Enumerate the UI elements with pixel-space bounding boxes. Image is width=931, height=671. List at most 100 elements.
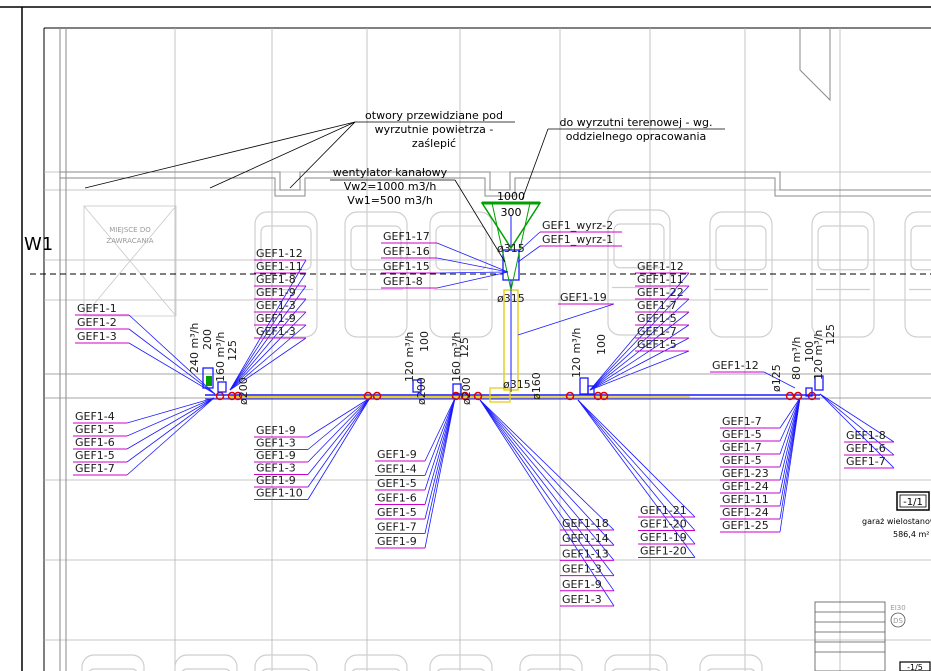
label-bottom-right-mid-4: GEF1-20: [640, 545, 687, 558]
note-fan-line2: Vw2=1000 m3/h: [344, 180, 437, 193]
leader-lines: [126, 231, 895, 607]
label-left-top-2: GEF1-2: [77, 316, 117, 329]
damper-12: [785, 391, 795, 401]
label-col4-top-4: GEF1-7: [637, 299, 677, 312]
label-bottom-center-2: GEF1-14: [562, 532, 609, 545]
intake-2: [217, 381, 227, 393]
diameter-label-2: ø200: [415, 377, 428, 405]
flow-label-7: 120 m³/h: [812, 330, 825, 380]
label-far-right-1: GEF1-8: [846, 429, 886, 442]
label-col3-bottom-1: GEF1-9: [377, 448, 417, 461]
label-col4-top-3: GEF1-22: [637, 286, 684, 299]
label-col3-bottom-6: GEF1-7: [377, 521, 417, 534]
intake-8: [805, 387, 813, 397]
label-right-bottom-7: GEF1-11: [722, 493, 769, 506]
damper-2: [227, 391, 237, 401]
room-stamp: -1/1 garaż wielostanow 586,4 m²: [862, 491, 931, 539]
diameter-label-7: ø160: [530, 372, 543, 400]
building-wall: [59, 28, 931, 671]
note-openings-line3: zaślepić: [412, 137, 456, 150]
room-area: 586,4 m²: [893, 530, 929, 539]
label-col2-top-3: GEF1-8: [256, 273, 296, 286]
stair-code2: DS: [893, 617, 903, 625]
label-col4-top-1: GEF1-12: [637, 260, 684, 273]
label-mid-right-1: GEF1-19: [560, 291, 607, 304]
label-col3-bottom-3: GEF1-5: [377, 477, 417, 490]
outlet-size-bottom: 300: [501, 206, 522, 219]
label-left-bottom-4: GEF1-5: [75, 449, 115, 462]
flow-label-4: 160 m³/h: [450, 332, 463, 382]
diameter-label-6: ø315: [503, 378, 531, 391]
label-col3-bottom-2: GEF1-4: [377, 463, 417, 476]
flow-label-2: 160 m³/h: [214, 332, 227, 382]
fan-box: [489, 387, 511, 403]
note-openings: otwory przewidziane pod wyrzutnie powiet…: [84, 109, 515, 189]
room-number: -1/1: [903, 497, 923, 508]
label-right-bottom-8: GEF1-24: [722, 506, 769, 519]
label-col4-top-5: GEF1-5: [637, 312, 677, 325]
axis-label: W1: [24, 234, 53, 255]
duct-size-1: 200: [201, 329, 214, 350]
diameter-label-8: ø125: [770, 364, 783, 392]
label-col3-top-2: GEF1-16: [383, 245, 430, 258]
label-col2-top-2: GEF1-11: [256, 260, 303, 273]
label-col2-bottom-1: GEF1-9: [256, 424, 296, 437]
flow-label-1: 240 m³/h: [188, 323, 201, 373]
label-right-top-1: GEF1-12: [712, 359, 759, 372]
label-col3-bottom-4: GEF1-6: [377, 492, 417, 505]
stair-label: -1/5: [907, 663, 923, 671]
duct-size-4: 125: [458, 337, 471, 358]
label-col2-top-6: GEF1-9: [256, 312, 296, 325]
duct-size-7: 125: [824, 324, 837, 345]
label-right-bottom-2: GEF1-5: [722, 428, 762, 441]
damper-9: [565, 391, 575, 401]
label-bottom-right-mid-2: GEF1-20: [640, 518, 687, 531]
label-col3-bottom-5: GEF1-5: [377, 506, 417, 519]
note-roof-line2: oddzielnego opracowania: [566, 130, 707, 143]
note-fan-line3: Vw1=500 m3/h: [347, 194, 433, 207]
damper-4: [363, 391, 373, 401]
label-right-bottom-1: GEF1-7: [722, 415, 762, 428]
intake-6: [587, 385, 595, 395]
label-bottom-right-mid-3: GEF1-19: [640, 531, 687, 544]
label-bottom-right-mid-1: GEF1-21: [640, 504, 687, 517]
label-left-bottom-2: GEF1-5: [75, 423, 115, 436]
intake-5: [579, 377, 589, 395]
note-roof-line1: do wyrzutni terenowej - wg.: [560, 116, 713, 129]
intake-7: [814, 375, 824, 391]
note-roof-outlet: do wyrzutni terenowej - wg. oddzielnego …: [521, 116, 725, 201]
duct-size-2: 125: [226, 340, 239, 361]
label-col4-top-2: GEF1-11: [637, 273, 684, 286]
stair-code: EI30: [890, 604, 905, 612]
flow-label-6: 80 m³/h: [790, 337, 803, 380]
intake-3: [412, 379, 422, 393]
label-left-top-3: GEF1-3: [77, 330, 117, 343]
diameter-label-1: ø200: [237, 377, 250, 405]
duct-size-6: 100: [803, 341, 816, 362]
label-col2-top-1: GEF1-12: [256, 247, 303, 260]
fan-tag-2: GEF1_wyrz-1: [542, 233, 613, 246]
label-col4-top-6: GEF1-7: [637, 325, 677, 338]
diameter-label-3: ø200: [460, 377, 473, 405]
label-col3-top-1: GEF1-17: [383, 230, 430, 243]
label-far-right-2: GEF1-6: [846, 442, 886, 455]
room-name: garaż wielostanow: [862, 517, 931, 526]
label-col2-bottom-5: GEF1-9: [256, 474, 296, 487]
damper-3: [233, 391, 243, 401]
damper-10: [593, 391, 603, 401]
label-col4-top-7: GEF1-5: [637, 338, 677, 351]
flow-label-5: 120 m³/h: [570, 328, 583, 378]
label-col2-bottom-2: GEF1-3: [256, 437, 296, 450]
label-bottom-center-3: GEF1-13: [562, 547, 609, 560]
damper-6: [451, 391, 461, 401]
label-left-bottom-5: GEF1-7: [75, 462, 115, 475]
label-col3-top-4: GEF1-8: [383, 275, 423, 288]
outlet-size-top: 1000: [497, 190, 525, 203]
diameter-label-5: ø315: [497, 292, 525, 305]
turning-area-line1: MIEJSCE DO: [109, 226, 151, 234]
damper-8: [473, 391, 483, 401]
note-fan: wentylator kanałowy Vw2=1000 m3/h Vw1=50…: [330, 166, 506, 263]
turning-area-line2: ZAWRACANIA: [106, 237, 153, 245]
damper-5: [372, 391, 382, 401]
